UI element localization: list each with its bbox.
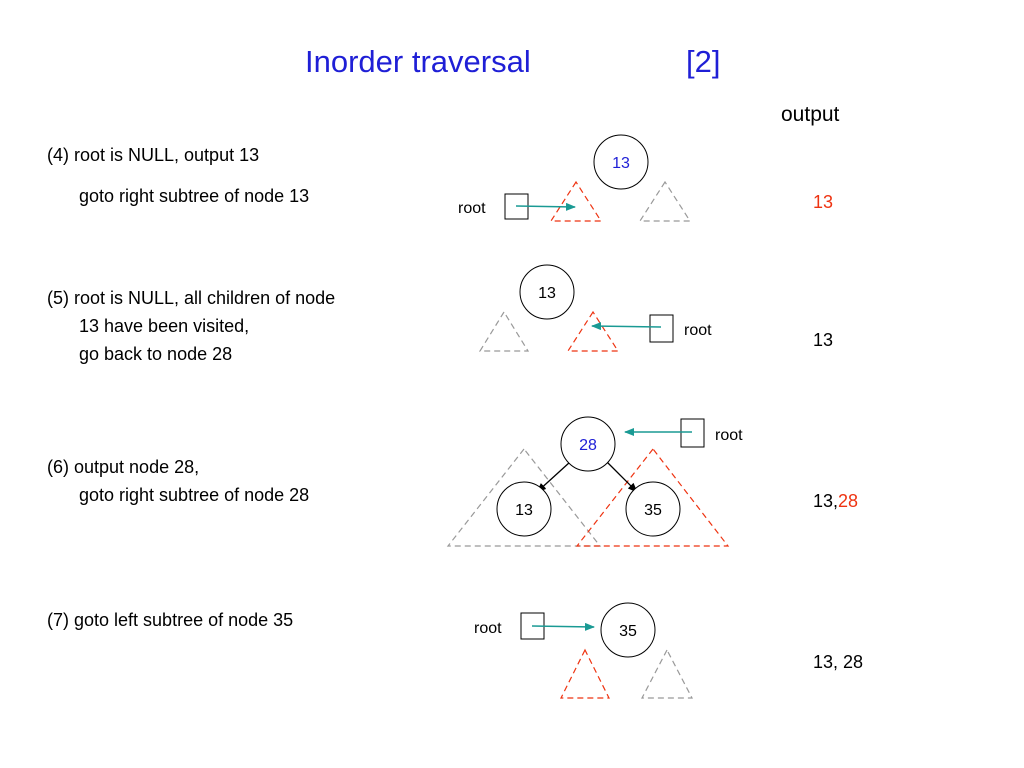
step-4-line-2: goto right subtree of node 13 — [79, 186, 310, 206]
node-label: 13 — [538, 285, 556, 302]
step-4-line-1: (4) root is NULL, output 13 — [47, 145, 260, 165]
node-label: 13 — [515, 502, 533, 519]
tree-node — [593, 134, 649, 190]
left-subtree — [478, 310, 530, 352]
right-subtree-highlighted — [566, 310, 620, 352]
output-highlight: 28 — [838, 491, 859, 511]
node-label: 28 — [579, 437, 597, 454]
output-highlight: 13 — [813, 192, 834, 212]
node-label: 35 — [644, 502, 662, 519]
root-pointer-arrow — [591, 322, 662, 331]
step-5-output: 13 — [813, 330, 833, 351]
root-label: root — [458, 200, 486, 217]
step-5-line-3: go back to node 28 — [79, 344, 233, 364]
step-6-output: 13,28 — [813, 491, 858, 512]
right-subtree-highlighted — [575, 448, 730, 547]
node-label: 13 — [612, 155, 630, 172]
tree-node — [625, 481, 681, 537]
output-plain: 13 — [813, 330, 834, 350]
step-6-line-2: goto right subtree of node 28 — [79, 485, 310, 505]
step-5-line-2: 13 have been visited, — [79, 316, 250, 336]
diagram-step-5: 13 root — [478, 264, 712, 352]
slide-title: Inorder traversal — [305, 44, 531, 79]
diagram-step-6: 28 13 35 root — [446, 416, 743, 547]
step-6-line-1: (6) output node 28, — [47, 457, 200, 477]
left-subtree-highlighted — [560, 648, 610, 699]
tree-node — [496, 481, 552, 537]
output-plain: 13, 28 — [813, 652, 864, 672]
right-subtree — [641, 648, 693, 699]
step-5-line-1: (5) root is NULL, all children of node — [47, 288, 336, 308]
diagram-step-7: 35 root — [474, 602, 693, 699]
root-label: root — [684, 322, 712, 339]
output-plain: 13, — [813, 491, 839, 511]
diagram-step-4: 13 root — [458, 134, 692, 222]
tree-node — [600, 602, 656, 658]
step-7-line-1: (7) goto left subtree of node 35 — [47, 610, 294, 630]
root-pointer-arrow — [515, 202, 576, 211]
step-7-output: 13, 28 — [813, 652, 863, 673]
root-pointer-box — [680, 418, 705, 448]
node-label: 35 — [619, 623, 637, 640]
left-subtree — [446, 448, 602, 547]
edge-to-right-child — [606, 461, 638, 493]
slide-number: [2] — [686, 44, 721, 79]
root-pointer-box — [649, 314, 674, 343]
tree-node-current — [560, 416, 616, 472]
root-label: root — [474, 620, 502, 637]
left-subtree-highlighted — [549, 180, 603, 222]
root-pointer-arrow — [531, 622, 595, 631]
root-label: root — [715, 427, 743, 444]
edge-to-left-child — [536, 461, 571, 493]
step-4-output: 13 — [813, 192, 833, 213]
tree-node — [519, 264, 575, 320]
output-header: output — [781, 103, 840, 126]
right-subtree — [638, 180, 692, 222]
